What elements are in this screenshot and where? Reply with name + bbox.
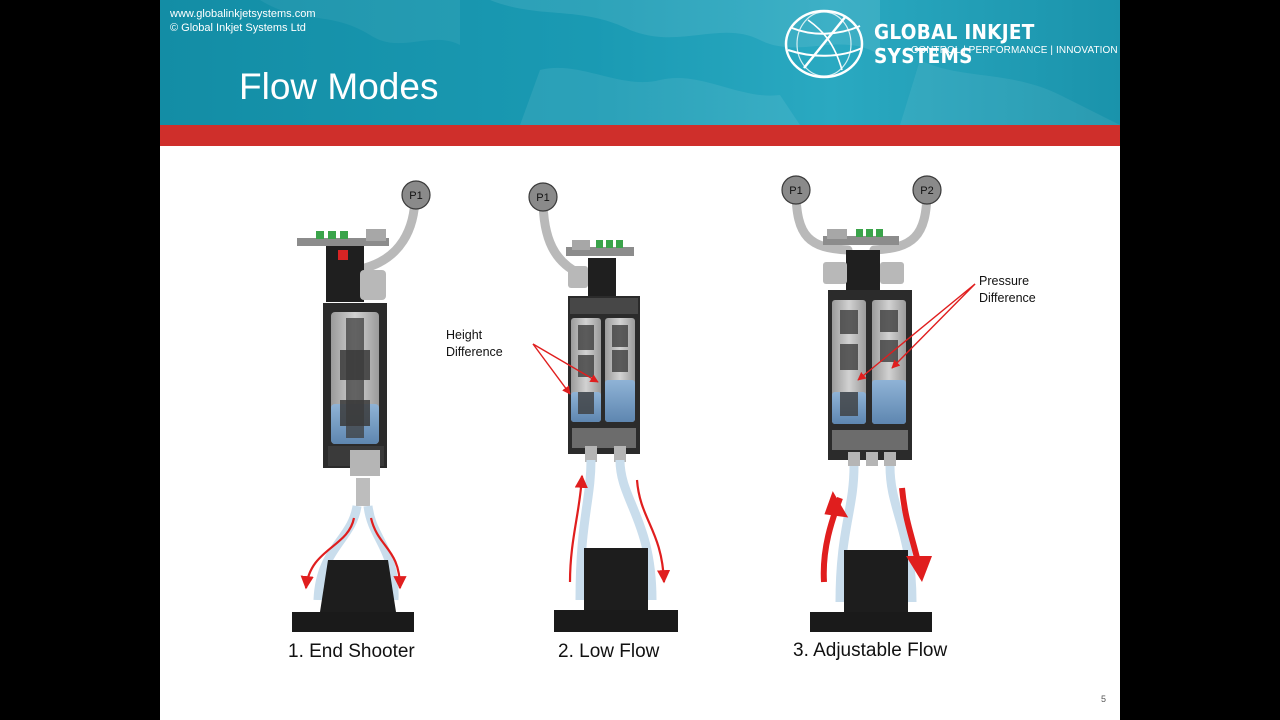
caption-end-shooter: 1. End Shooter	[288, 641, 415, 662]
brand-name: GLOBAL INKJET SYSTEMS	[874, 20, 1035, 68]
manifold-block	[588, 258, 616, 296]
ink-tube-right	[615, 459, 657, 601]
caption-low-flow: 2. Low Flow	[558, 641, 660, 662]
ink-tube-right	[885, 465, 917, 603]
printhead-base	[554, 610, 678, 632]
page-title: Flow Modes	[239, 66, 439, 107]
ink-fluid-right	[605, 380, 635, 422]
printhead-base	[810, 612, 932, 632]
pressure-pointer-right	[891, 283, 976, 369]
world-map-background	[260, 0, 1120, 125]
note-line-2: Difference	[979, 291, 1036, 305]
caption-adjustable-flow: 3. Adjustable Flow	[793, 640, 948, 661]
flow-modes-diagram: P1	[292, 175, 976, 632]
copyright-text: © Global Inkjet Systems Ltd	[170, 22, 306, 34]
header-banner: www.globalinkjetsystems.com © Global Ink…	[160, 0, 1120, 125]
flow-arrow-left	[300, 517, 356, 590]
note-line-2: Difference	[446, 345, 503, 359]
p1-pressure-indicator: P1	[781, 175, 811, 205]
electronics-board	[297, 238, 389, 246]
ink-tube-left	[835, 465, 859, 603]
height-pointer-right	[532, 343, 599, 383]
pressure-difference-note: Pressure Difference	[979, 273, 1036, 307]
port-fitting	[360, 270, 386, 300]
ink-tube-left	[575, 459, 596, 601]
note-line-1: Height	[446, 328, 483, 342]
low-flow-diagram: P1	[528, 182, 678, 632]
website-url[interactable]: www.globalinkjetsystems.com	[170, 8, 316, 20]
brand-tagline: CONTROL | PERFORMANCE | INNOVATION	[911, 45, 1118, 56]
flow-arrow-down	[906, 556, 932, 582]
p1-label: P1	[536, 192, 549, 204]
accent-bar	[160, 125, 1120, 146]
company-logo-globe-icon	[784, 9, 864, 79]
p1-pressure-indicator: P1	[528, 182, 558, 212]
flow-arrow-up	[824, 491, 849, 518]
flow-arrow-up	[568, 474, 588, 583]
end-shooter-diagram: P1	[292, 180, 431, 632]
flow-arrow-right	[369, 517, 407, 590]
electronics-board	[823, 236, 899, 245]
p1-label: P1	[789, 185, 802, 197]
printhead-base	[292, 612, 414, 632]
height-difference-note: Height Difference	[446, 327, 503, 361]
header-contact-text: www.globalinkjetsystems.com © Global Ink…	[170, 7, 316, 35]
p2-pressure-indicator: P2	[912, 175, 942, 205]
height-pointer-left	[532, 343, 571, 395]
manifold-block	[846, 250, 880, 290]
p2-label: P2	[920, 185, 933, 197]
ink-fluid-right	[872, 380, 906, 424]
pressure-pointer-left	[857, 283, 976, 381]
outlet-fitting	[356, 478, 370, 506]
ink-tube-left	[313, 505, 362, 601]
p1-label: P1	[409, 190, 422, 202]
adjustable-flow-diagram: P1 P2	[781, 175, 976, 632]
p1-pressure-indicator: P1	[401, 180, 431, 210]
note-line-1: Pressure	[979, 274, 1030, 288]
page-number: 5	[1101, 694, 1107, 704]
electronics-board	[566, 247, 634, 256]
printhead	[844, 550, 908, 612]
printhead	[320, 560, 396, 612]
flow-arrow-down	[635, 479, 671, 584]
printhead	[584, 548, 648, 612]
slide: www.globalinkjetsystems.com © Global Ink…	[160, 0, 1120, 720]
